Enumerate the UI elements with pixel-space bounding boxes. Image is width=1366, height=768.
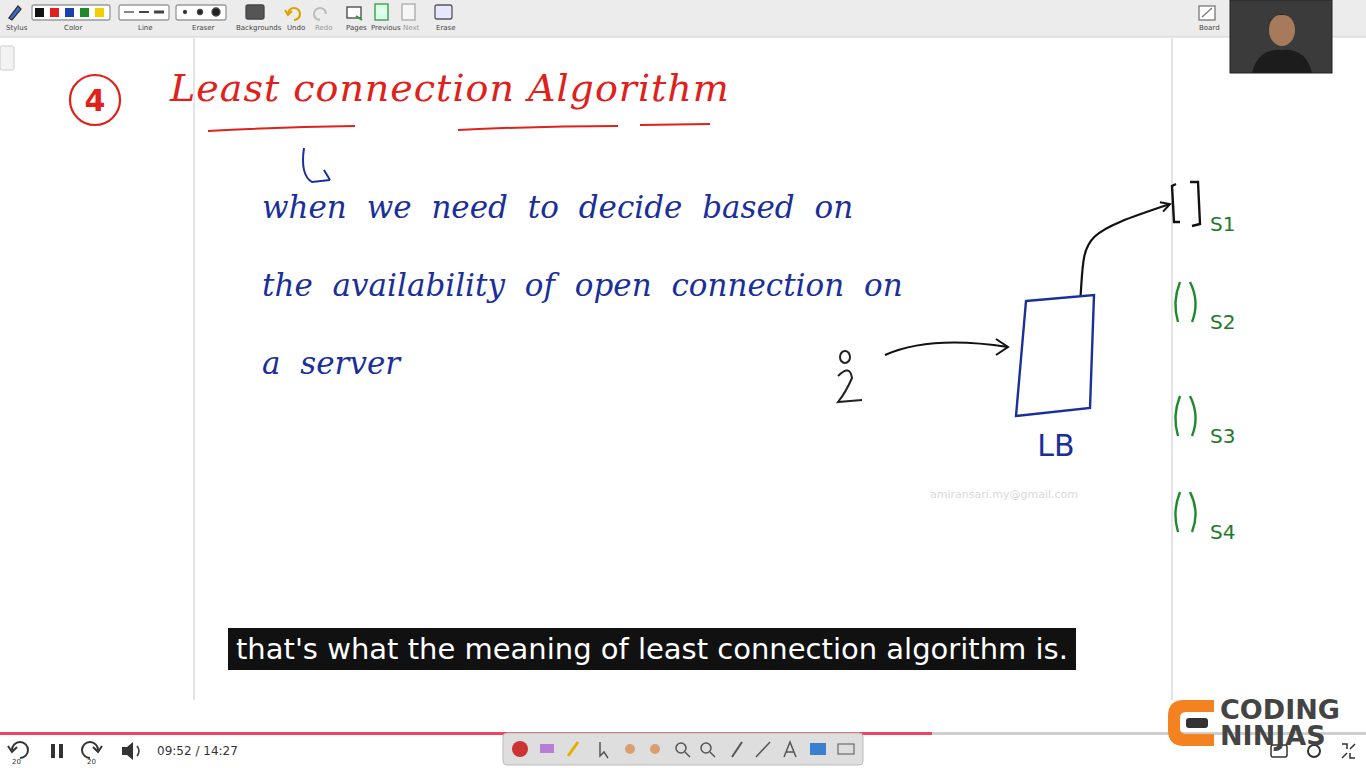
server-bracket: S1 xyxy=(1170,178,1262,240)
subtitle-caption: that's what the meaning of least connect… xyxy=(228,628,1076,670)
client-figure xyxy=(838,351,862,402)
load-balancer-box: LB xyxy=(1012,295,1100,463)
brand-word: NINJAS xyxy=(1220,720,1326,751)
annotation-toolbar xyxy=(503,733,863,765)
toolbar-label: Eraser xyxy=(192,24,214,32)
route-arrow xyxy=(1081,204,1170,295)
time-readout: 09:52 / 14:27 xyxy=(157,744,238,758)
toolbar-edge xyxy=(0,37,1366,38)
server-bracket: S3 xyxy=(1170,390,1262,452)
toolbar-label: Next xyxy=(403,24,419,32)
toolbar-label: Undo xyxy=(287,24,305,32)
request-arrow xyxy=(885,343,1008,356)
node-text: 4 xyxy=(85,83,106,118)
board-margin xyxy=(1171,38,1173,700)
note-text: when we need to decide based on the avai… xyxy=(262,168,922,402)
server-bracket: S4 xyxy=(1170,486,1262,548)
request-arrowhead xyxy=(996,339,1008,355)
node-text: S3 xyxy=(1210,424,1262,448)
node-text: LB xyxy=(1037,428,1074,463)
node-text: S2 xyxy=(1210,310,1262,334)
watermark: amiransari.my@gmail.com xyxy=(930,488,1078,501)
board-margin xyxy=(193,38,195,700)
node-text: S1 xyxy=(1210,212,1262,236)
step-circle: 4 xyxy=(69,74,121,126)
node-text: S4 xyxy=(1210,520,1262,544)
toolbar-icons xyxy=(9,4,1215,20)
toolbar-label: Redo xyxy=(315,24,333,32)
toolbar-label: Erase xyxy=(436,24,456,32)
hook-arrow xyxy=(303,148,330,182)
toolbar-label: Pages xyxy=(346,24,367,32)
toolbar-label: Previous xyxy=(371,24,401,32)
server-bracket: S2 xyxy=(1170,276,1262,338)
brand-mark xyxy=(1168,700,1214,746)
skip-seconds: 20 xyxy=(87,758,96,766)
title-text: Least connection Algorithm xyxy=(170,66,730,110)
toolbar-label: Line xyxy=(138,24,153,32)
title-underline xyxy=(208,124,710,131)
toolbar-band xyxy=(0,0,1366,37)
toolbar-label: Color xyxy=(64,24,82,32)
webcam-thumbnail xyxy=(1230,0,1332,73)
skip-seconds: 20 xyxy=(12,758,21,766)
toolbar-label: Backgrounds xyxy=(236,24,281,32)
side-tab xyxy=(0,46,14,70)
toolbar-label: Board xyxy=(1199,24,1220,32)
toolbar-label: Stylus xyxy=(6,24,27,32)
